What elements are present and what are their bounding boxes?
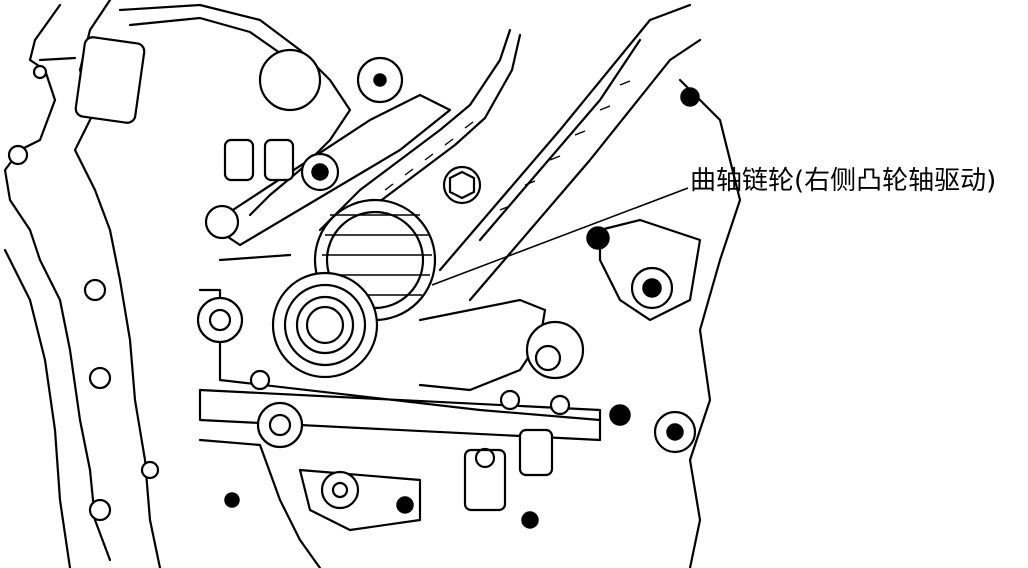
- upper-bracket: [74, 3, 404, 217]
- flange-bolt-holes: [7, 144, 160, 522]
- oil-pump-housing: [196, 253, 602, 422]
- guide-bolt: [442, 165, 482, 205]
- lower-block: [198, 369, 602, 568]
- callout-leader-line: [431, 187, 689, 286]
- chain-guide: [438, 3, 702, 302]
- block-right-side: [586, 78, 742, 568]
- crankshaft-sprocket: [271, 198, 437, 379]
- tensioner-arm: [204, 93, 452, 247]
- callout-label-crankshaft-sprocket: 曲轴链轮(右侧凸轮轴驱动): [690, 166, 997, 196]
